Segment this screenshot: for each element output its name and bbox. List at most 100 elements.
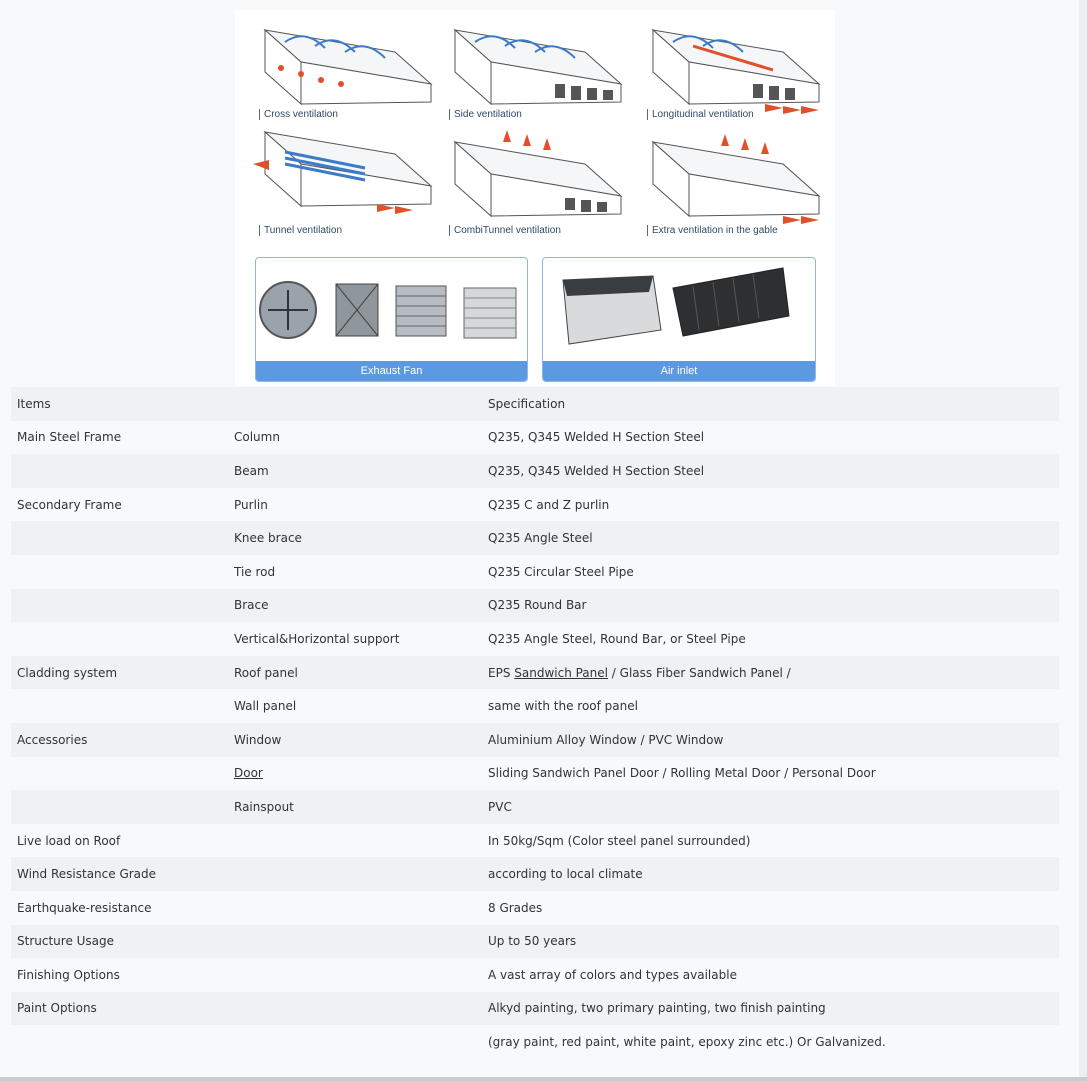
table-row: (gray paint, red paint, white paint, epo… — [11, 1025, 1059, 1059]
table-row: Wall panel same with the roof panel — [11, 689, 1059, 723]
table-row: Beam Q235, Q345 Welded H Section Steel — [11, 454, 1059, 488]
barn-illustration — [263, 28, 433, 106]
sub-item-cell — [228, 890, 482, 925]
spec-suffix: / Glass Fiber Sandwich Panel / — [607, 665, 791, 680]
exhaust-fan-illustration — [259, 281, 517, 339]
barn-illustration — [651, 134, 821, 224]
header-items: Items — [11, 387, 228, 421]
sandwich-panel-link[interactable]: Sandwich Panel — [514, 665, 608, 680]
spec-cell: Q235 Round Bar — [482, 588, 1059, 623]
spec-cell: Q235 Angle Steel, Round Bar, or Steel Pi… — [482, 622, 1059, 656]
barn-illustration — [453, 28, 623, 106]
table-row: Main Steel Frame Column Q235, Q345 Welde… — [11, 420, 1059, 455]
vent-label: Extra ventilation in the gable — [647, 225, 778, 236]
spec-cell: Up to 50 years — [482, 924, 1059, 959]
item-cell — [11, 756, 228, 791]
side-ventilation-diagram: Side ventilation — [435, 12, 631, 124]
table-row: Structure Usage Up to 50 years — [11, 924, 1059, 959]
sub-item-cell — [228, 958, 482, 992]
sub-item-cell — [228, 1025, 482, 1059]
barn-illustration — [253, 130, 433, 214]
sub-item-cell: Roof panel — [228, 655, 482, 690]
item-cell: Main Steel Frame — [11, 420, 228, 455]
sub-item-cell: Tie rod — [228, 554, 482, 589]
spec-cell: EPS Sandwich Panel / Glass Fiber Sandwic… — [482, 655, 1059, 690]
table-row: Cladding system Roof panel EPS Sandwich … — [11, 655, 1059, 690]
spec-cell: Q235 Circular Steel Pipe — [482, 554, 1059, 589]
ventilation-grid: Cross ventilation Side ventilation — [235, 10, 835, 250]
table-header-row: Items Specification — [11, 387, 1059, 421]
item-cell: Cladding system — [11, 655, 228, 690]
air-inlet-panel: Air inlet — [542, 257, 816, 382]
sub-item-cell: Column — [228, 420, 482, 455]
item-cell — [11, 1025, 228, 1059]
sub-item-cell: Purlin — [228, 487, 482, 522]
table-row: Tie rod Q235 Circular Steel Pipe — [11, 554, 1059, 589]
door-link[interactable]: Door — [234, 766, 263, 781]
item-cell — [11, 521, 228, 555]
item-cell: Paint Options — [11, 991, 228, 1026]
spec-cell: In 50kg/Sqm (Color steel panel surrounde… — [482, 823, 1059, 858]
table-row: Vertical&Horizontal support Q235 Angle S… — [11, 622, 1059, 656]
sub-item-cell: Knee brace — [228, 521, 482, 555]
table-row: Accessories Window Aluminium Alloy Windo… — [11, 722, 1059, 757]
item-cell: Structure Usage — [11, 924, 228, 959]
specification-table: Items Specification Main Steel Frame Col… — [11, 387, 1059, 1059]
spec-cell: Alkyd painting, two primary painting, tw… — [482, 991, 1059, 1026]
vent-label: Tunnel ventilation — [259, 225, 342, 236]
spec-cell: Q235, Q345 Welded H Section Steel — [482, 454, 1059, 488]
item-cell — [11, 454, 228, 488]
sub-item-cell: Window — [228, 722, 482, 757]
spec-cell: Sliding Sandwich Panel Door / Rolling Me… — [482, 756, 1059, 791]
cross-ventilation-diagram: Cross ventilation — [245, 12, 441, 124]
table-row: Brace Q235 Round Bar — [11, 588, 1059, 623]
bottom-divider — [0, 1077, 1087, 1081]
item-cell: Secondary Frame — [11, 487, 228, 522]
sub-item-cell: Door — [228, 756, 482, 791]
sub-item-cell — [228, 991, 482, 1026]
spec-cell: PVC — [482, 790, 1059, 824]
longitudinal-ventilation-diagram: Longitudinal ventilation — [633, 12, 829, 124]
spec-cell: Aluminium Alloy Window / PVC Window — [482, 722, 1059, 757]
combitunnel-ventilation-diagram: CombiTunnel ventilation — [435, 128, 631, 240]
barn-illustration — [651, 28, 821, 114]
table-row: Door Sliding Sandwich Panel Door / Rolli… — [11, 756, 1059, 791]
vent-label: Side ventilation — [449, 109, 522, 120]
table-row: Finishing Options A vast array of colors… — [11, 958, 1059, 992]
vent-label: Longitudinal ventilation — [647, 109, 754, 120]
table-row: Wind Resistance Grade according to local… — [11, 857, 1059, 891]
spec-cell: A vast array of colors and types availab… — [482, 958, 1059, 992]
tunnel-ventilation-diagram: Tunnel ventilation — [245, 128, 441, 240]
table-row: Live load on Roof In 50kg/Sqm (Color ste… — [11, 823, 1059, 858]
item-cell — [11, 588, 228, 623]
header-blank — [228, 387, 482, 421]
item-cell: Live load on Roof — [11, 823, 228, 858]
sub-item-cell: Vertical&Horizontal support — [228, 622, 482, 656]
exhaust-fan-caption: Exhaust Fan — [256, 361, 527, 381]
vent-label: CombiTunnel ventilation — [449, 225, 561, 236]
table-row: Earthquake-resistance 8 Grades — [11, 890, 1059, 925]
table-row: Rainspout PVC — [11, 790, 1059, 824]
sub-item-cell — [228, 823, 482, 858]
sub-item-cell: Beam — [228, 454, 482, 488]
sub-item-cell: Wall panel — [228, 689, 482, 723]
item-cell — [11, 622, 228, 656]
gable-ventilation-diagram: Extra ventilation in the gable — [633, 128, 829, 240]
item-cell — [11, 689, 228, 723]
table-row: Secondary Frame Purlin Q235 C and Z purl… — [11, 487, 1059, 522]
item-cell: Earthquake-resistance — [11, 890, 228, 925]
item-cell — [11, 554, 228, 589]
air-inlet-caption: Air inlet — [543, 361, 815, 381]
item-cell — [11, 790, 228, 824]
sub-item-cell — [228, 924, 482, 959]
scrollbar-track[interactable] — [1079, 0, 1087, 1081]
item-cell: Finishing Options — [11, 958, 228, 992]
spec-cell: 8 Grades — [482, 890, 1059, 925]
ventilation-figure: Cross ventilation Side ventilation — [235, 10, 835, 386]
table-row: Knee brace Q235 Angle Steel — [11, 521, 1059, 555]
exhaust-fan-panel: Exhaust Fan — [255, 257, 528, 382]
sub-item-cell: Rainspout — [228, 790, 482, 824]
spec-prefix: EPS — [488, 665, 515, 680]
barn-illustration — [453, 130, 623, 218]
vent-label: Cross ventilation — [259, 109, 338, 120]
